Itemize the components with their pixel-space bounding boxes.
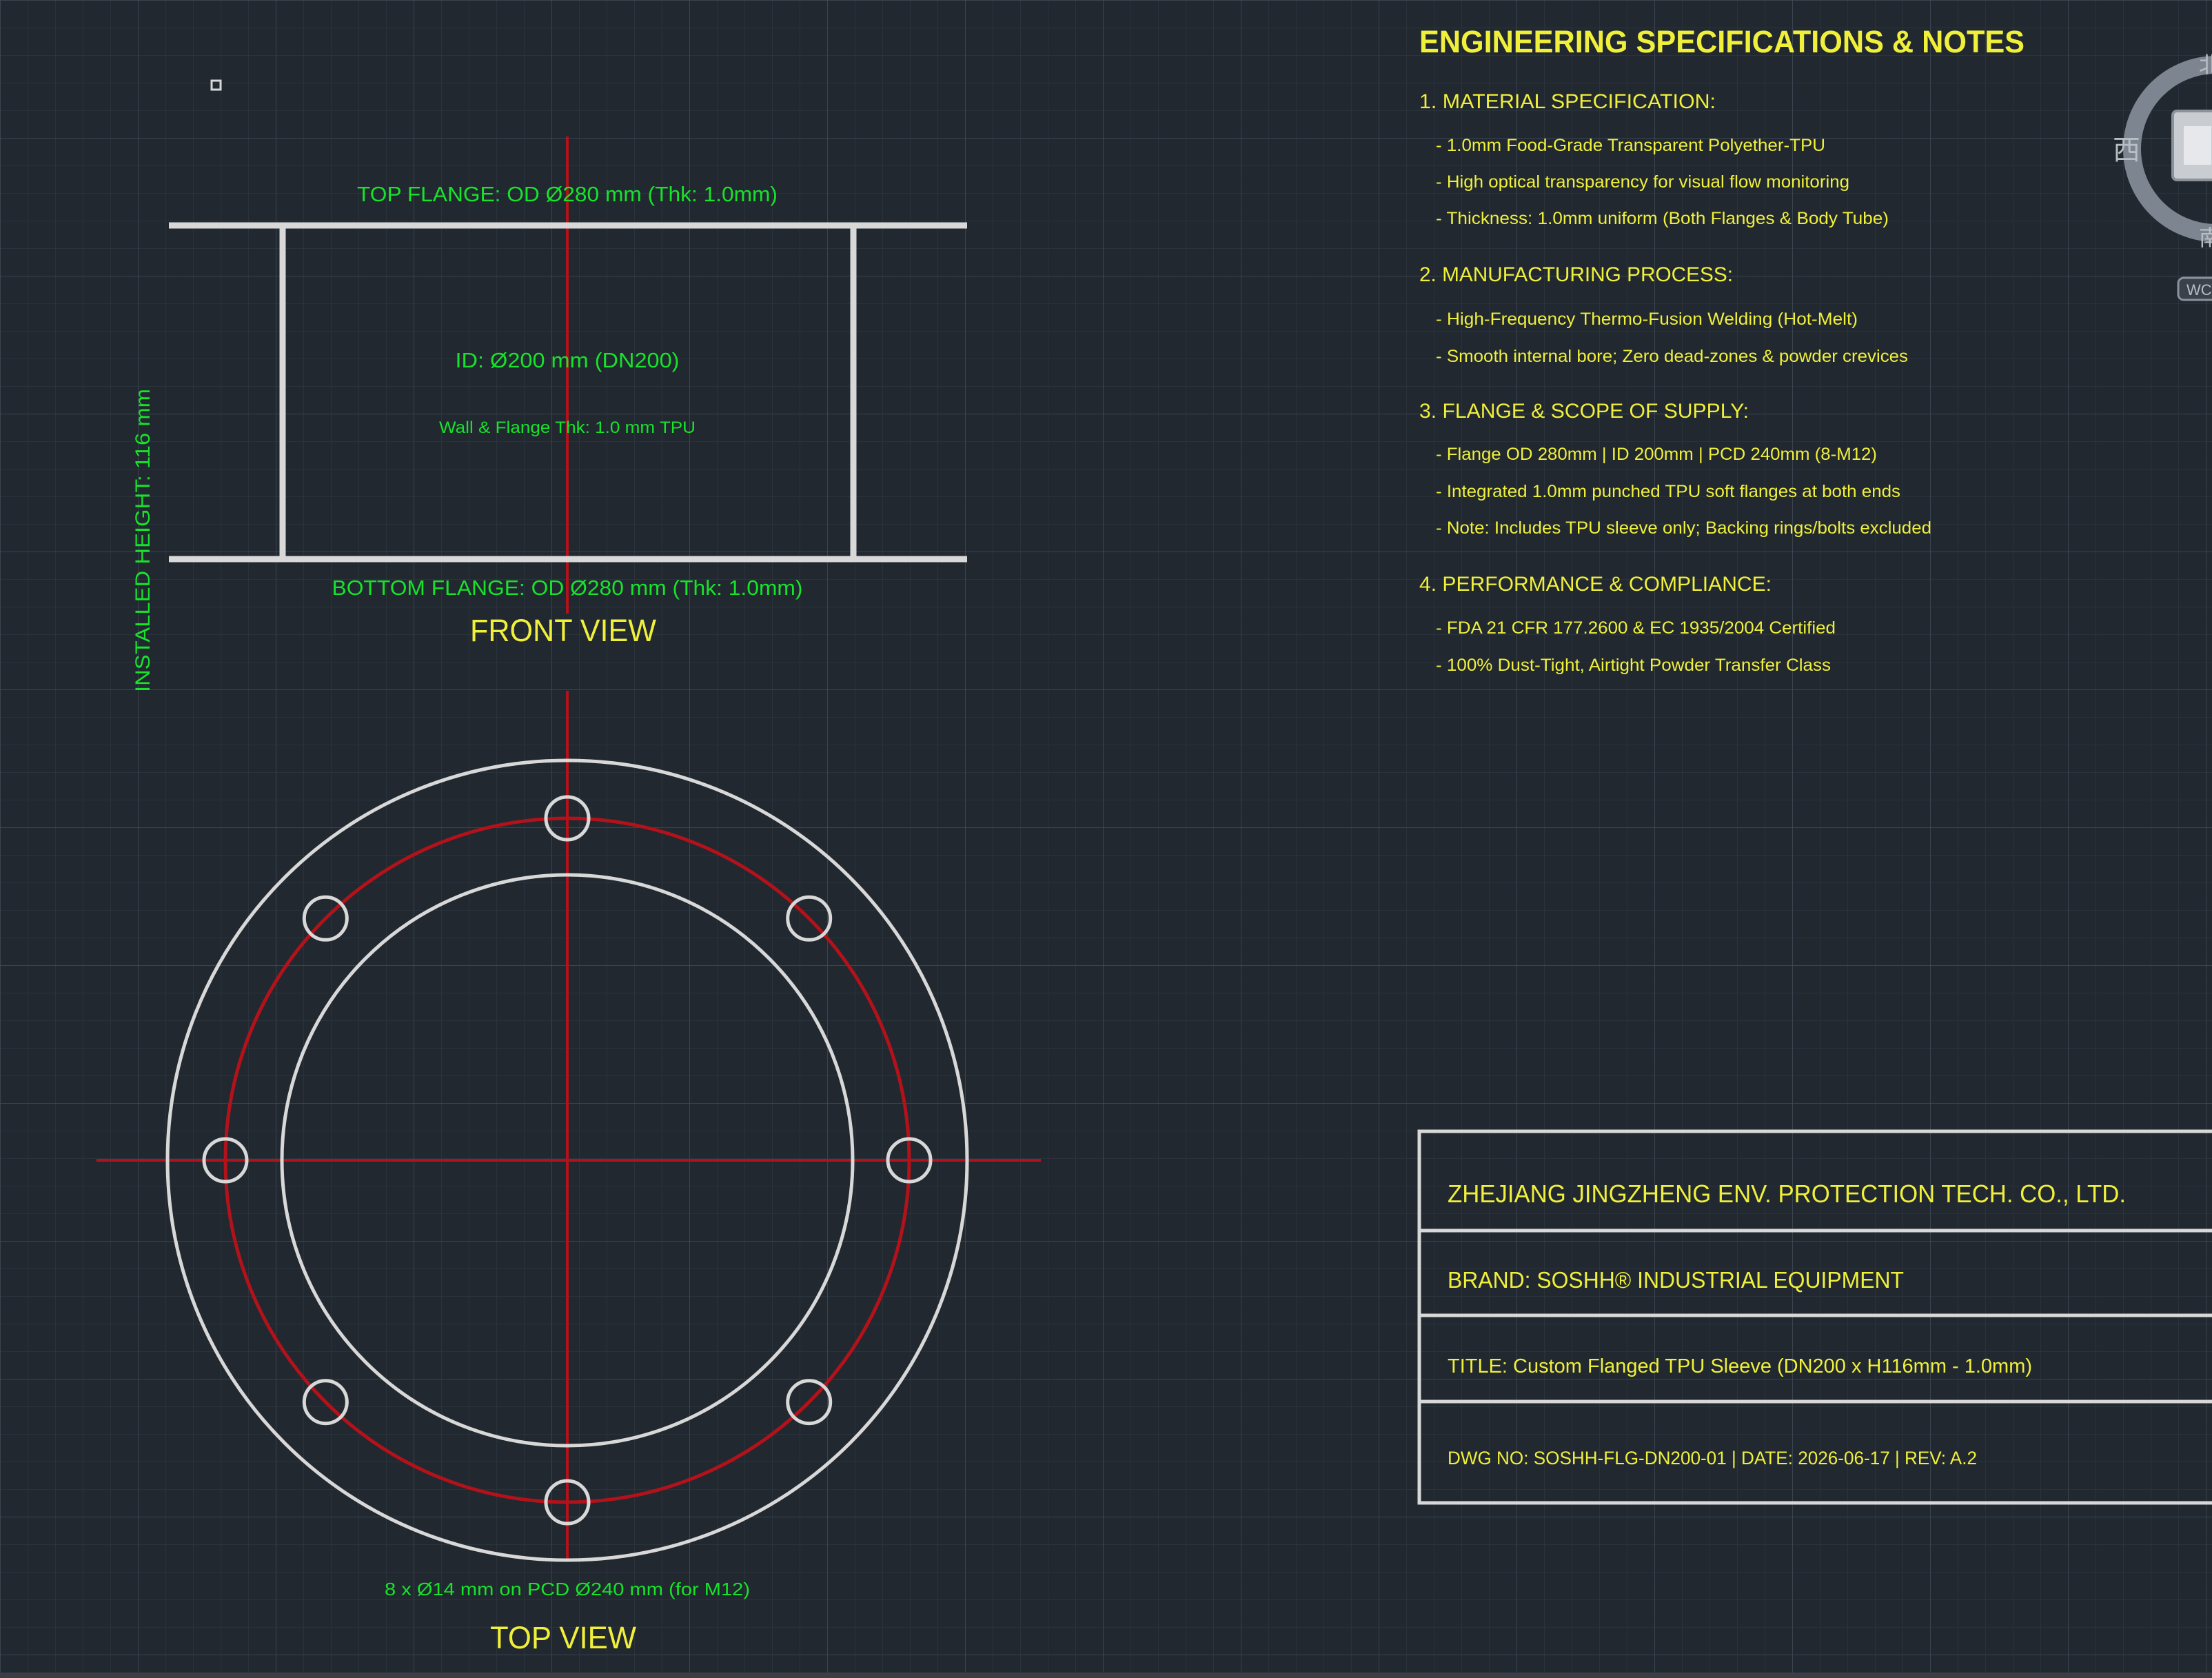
- bolt-holes-label: 8 x Ø14 mm on PCD Ø240 mm (for M12): [385, 1579, 750, 1599]
- spec-item: - 100% Dust-Tight, Airtight Powder Trans…: [1436, 656, 1831, 675]
- bolt-holes: [202, 795, 933, 1526]
- pitch-circle: [223, 816, 911, 1504]
- bolt-hole: [544, 795, 591, 842]
- drawing-title: TITLE: Custom Flanged TPU Sleeve (DN200 …: [1448, 1355, 2032, 1377]
- bolt-hole: [786, 1379, 833, 1426]
- viewcube-face-highlight: [2184, 126, 2211, 165]
- spec-section-title: 4. PERFORMANCE & COMPLIANCE:: [1419, 573, 1772, 596]
- wcs-label[interactable]: WCS: [2186, 281, 2212, 299]
- specifications-notes: ENGINEERING SPECIFICATIONS & NOTES 1. MA…: [1419, 24, 2025, 675]
- bore-inner-circle: [280, 873, 855, 1448]
- status-bar-edge: [0, 1672, 2212, 1678]
- company-name: ZHEJIANG JINGZHENG ENV. PROTECTION TECH.…: [1448, 1180, 2126, 1208]
- spec-item: - Integrated 1.0mm punched TPU soft flan…: [1436, 482, 1900, 501]
- bolt-hole: [786, 895, 833, 942]
- spec-item: - Note: Includes TPU sleeve only; Backin…: [1436, 518, 1931, 538]
- bolt-hole: [302, 1379, 349, 1426]
- id-label: ID: Ø200 mm (DN200): [456, 348, 680, 372]
- spec-item: - Smooth internal bore; Zero dead-zones …: [1436, 347, 1908, 366]
- wall-thickness-label: Wall & Flange Thk: 1.0 mm TPU: [439, 418, 696, 437]
- ucs-marker: [210, 79, 222, 91]
- drawing-number: DWG NO: SOSHH-FLG-DN200-01 | DATE: 2026-…: [1448, 1448, 1977, 1468]
- viewcube-south-label[interactable]: 南: [2199, 225, 2212, 250]
- spec-section-title: 3. FLANGE & SCOPE OF SUPPLY:: [1419, 400, 1749, 423]
- bottom-flange-label: BOTTOM FLANGE: OD Ø280 mm (Thk: 1.0mm): [332, 576, 803, 600]
- viewcube[interactable]: 西 北 南 WCS: [2113, 52, 2212, 301]
- spec-item: - High optical transparency for visual f…: [1436, 172, 1849, 192]
- viewcube-west-label[interactable]: 西: [2113, 135, 2140, 165]
- wcs-menu-button[interactable]: [2177, 276, 2212, 301]
- top-view-title: TOP VIEW: [490, 1620, 637, 1655]
- spec-section-title: 1. MATERIAL SPECIFICATION:: [1419, 90, 1716, 113]
- spec-section-title: 2. MANUFACTURING PROCESS:: [1419, 263, 1733, 286]
- top-flange-label: TOP FLANGE: OD Ø280 mm (Thk: 1.0mm): [357, 182, 778, 206]
- bolt-hole: [544, 1479, 591, 1526]
- front-view-title: FRONT VIEW: [470, 613, 657, 648]
- viewcube-compass-ring[interactable]: [2123, 56, 2212, 242]
- brand-line: BRAND: SOSHH® INDUSTRIAL EQUIPMENT: [1448, 1267, 1904, 1293]
- spec-item: - 1.0mm Food-Grade Transparent Polyether…: [1436, 136, 1825, 155]
- front-view: TOP FLANGE: OD Ø280 mm (Thk: 1.0mm) ID: …: [132, 137, 967, 692]
- top-view: 8 x Ø14 mm on PCD Ø240 mm (for M12) TOP …: [97, 691, 1041, 1655]
- installed-height-label: INSTALLED HEIGHT: 116 mm: [132, 389, 154, 692]
- viewcube-north-label[interactable]: 北: [2199, 52, 2212, 77]
- bolt-hole: [202, 1137, 249, 1184]
- spec-item: - Flange OD 280mm | ID 200mm | PCD 240mm…: [1436, 445, 1877, 464]
- flange-outer-circle: [165, 758, 969, 1562]
- spec-item: - FDA 21 CFR 177.2600 & EC 1935/2004 Cer…: [1436, 618, 1836, 638]
- spec-item: - Thickness: 1.0mm uniform (Both Flanges…: [1436, 209, 1889, 228]
- spec-item: - High-Frequency Thermo-Fusion Welding (…: [1436, 310, 1858, 329]
- specs-heading: ENGINEERING SPECIFICATIONS & NOTES: [1419, 24, 2025, 59]
- bolt-hole: [302, 895, 349, 942]
- title-block: ZHEJIANG JINGZHENG ENV. PROTECTION TECH.…: [1417, 1129, 2212, 1505]
- bolt-hole: [886, 1137, 933, 1184]
